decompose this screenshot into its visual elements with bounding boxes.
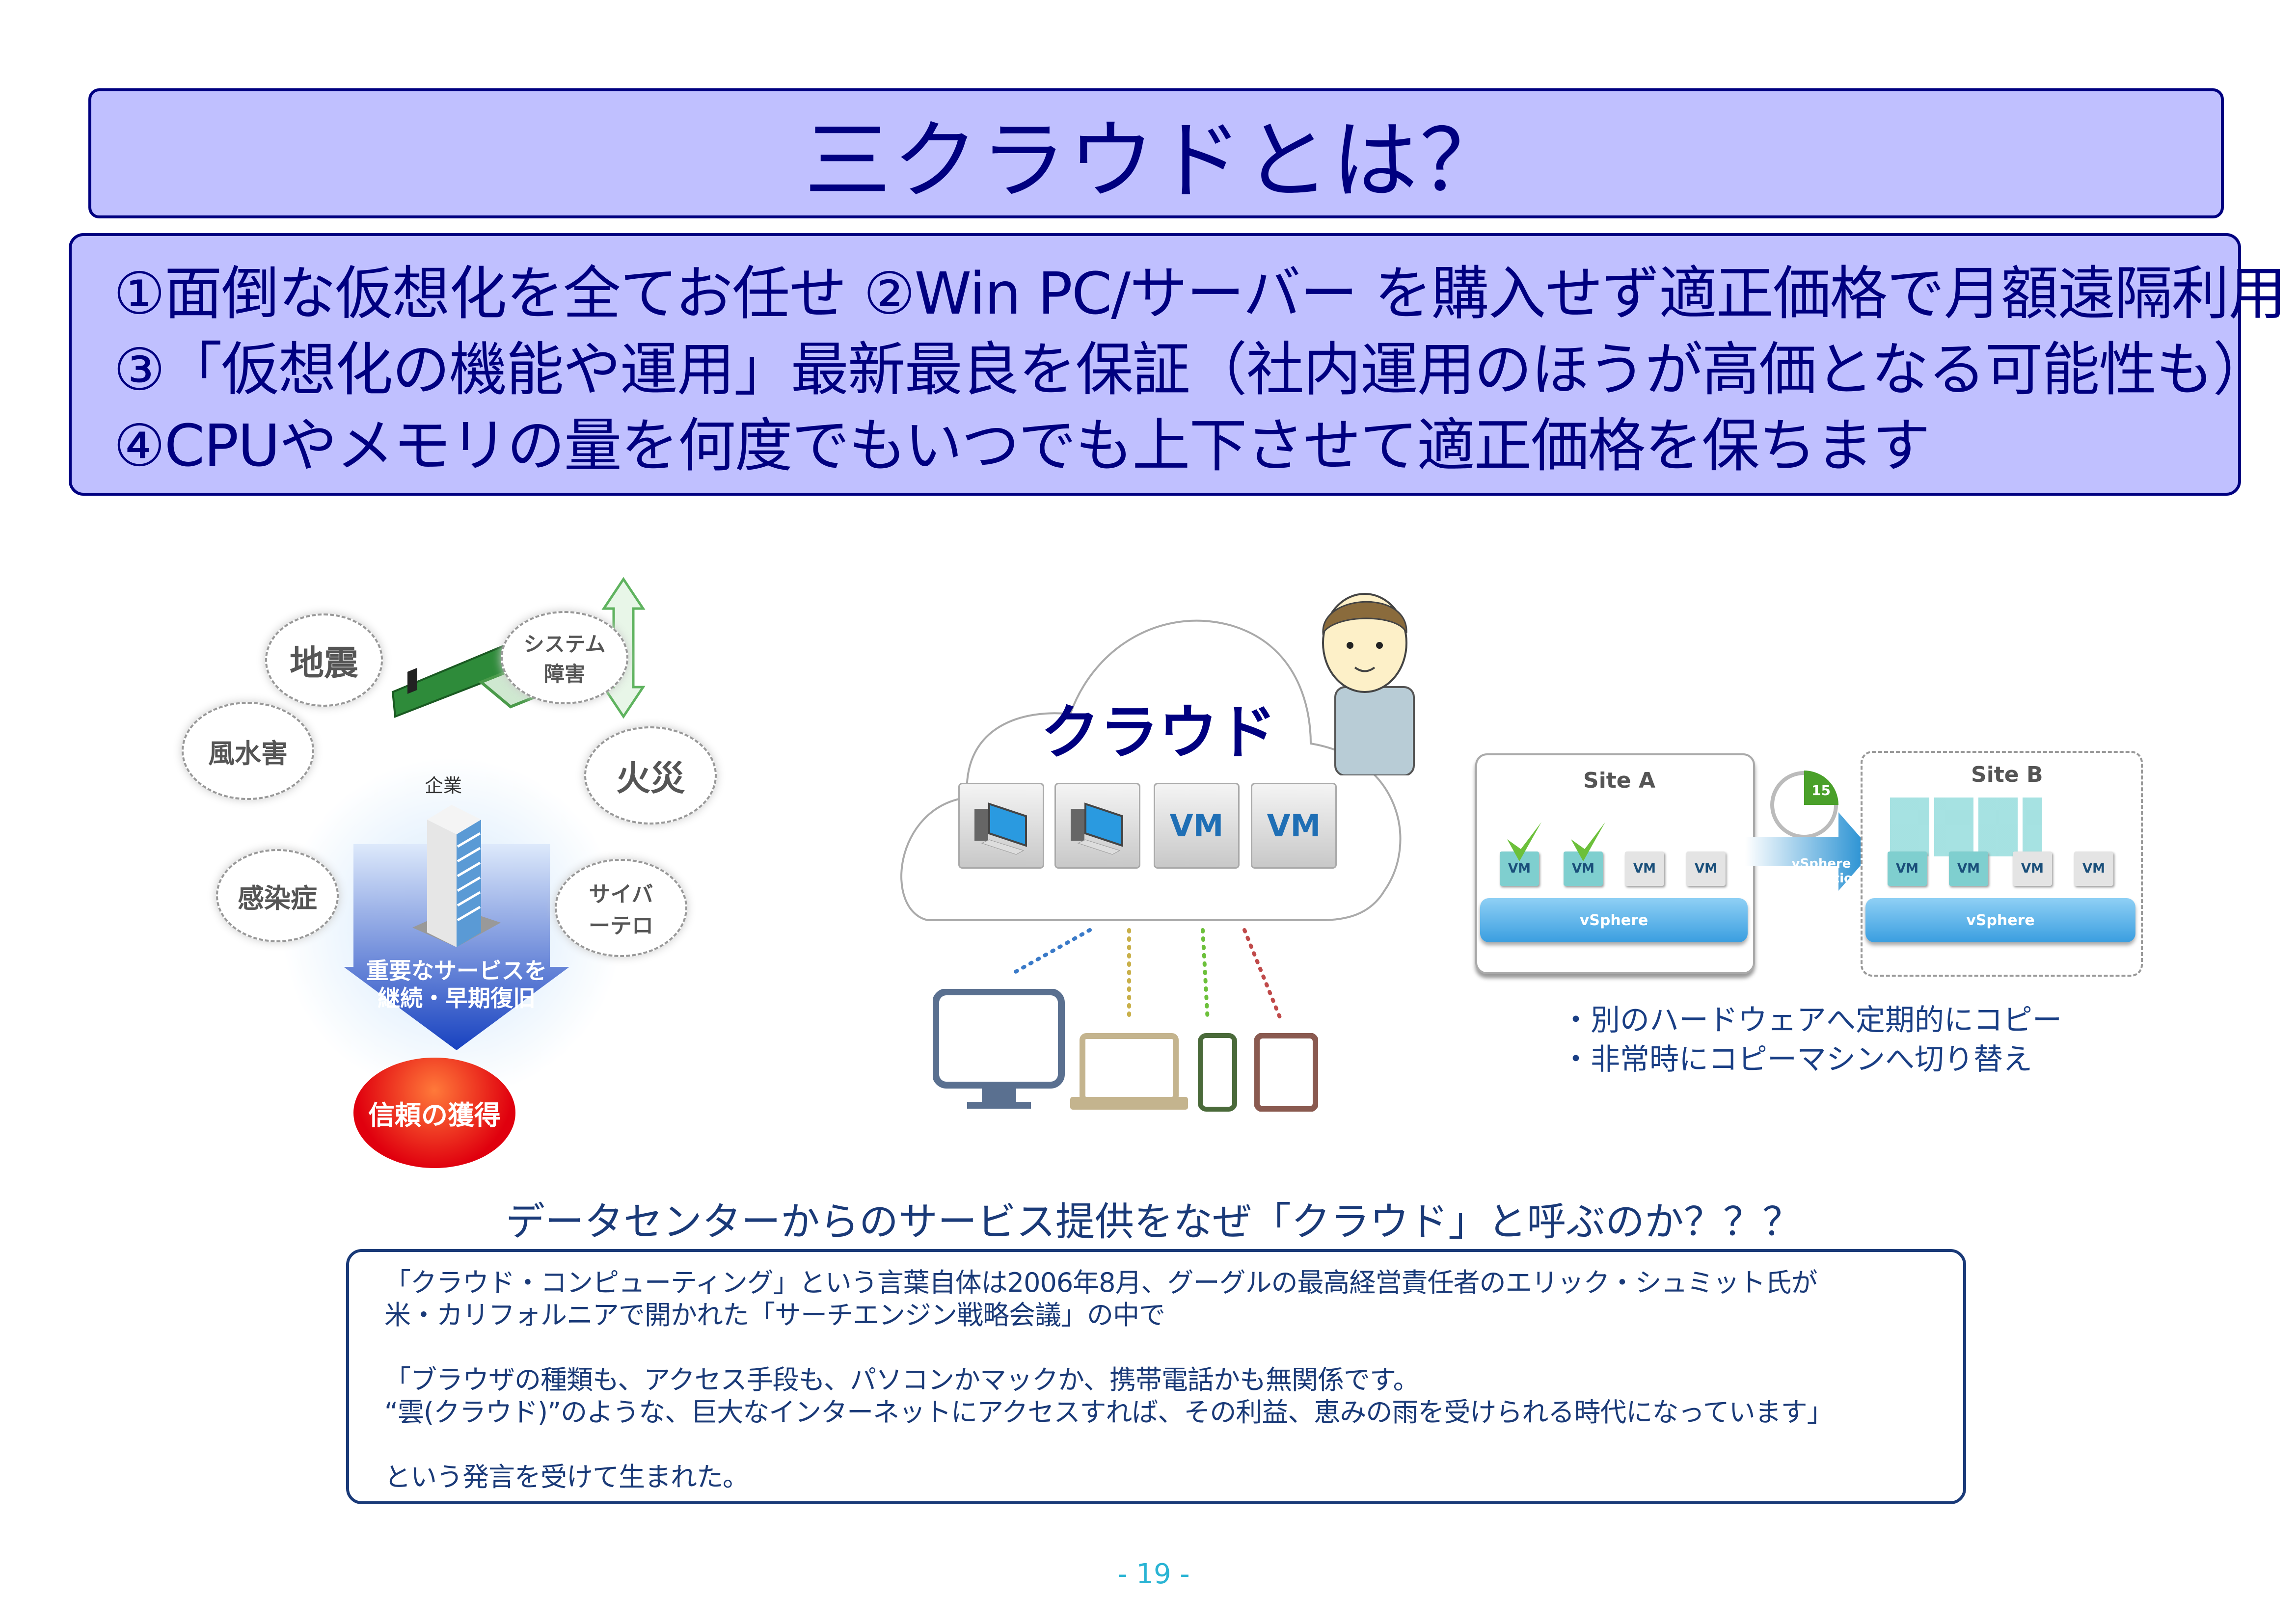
replication-bullet: ・別のハードウェアへ定期的にコピー (1561, 1003, 2062, 1038)
title-banner: 三クラウドとは？ (88, 88, 2224, 218)
engineer-icon (1322, 593, 1415, 775)
quote-line: 米・カリフォルニアで開かれた「サーチエンジン戦略会議」の中で (384, 1300, 1165, 1330)
page-title: 三クラウドとは？ (805, 111, 1508, 211)
origin-quote-box: 「クラウド・コンピューティング」という言葉自体は2006年8月、グーグルの最高経… (346, 1249, 1966, 1504)
vm-replica: VM (1949, 851, 1988, 886)
tablet-icon (1254, 1033, 1318, 1112)
clock-icon: 15 (1770, 771, 1838, 839)
pc-tile (1054, 783, 1140, 869)
risk-earthquake: 地震 (265, 613, 383, 707)
vm-replica: VM (1888, 851, 1927, 886)
vm: VM (1686, 851, 1726, 886)
vm: VM (1625, 851, 1664, 886)
arrow-text: 重要なサービスを継続・早期復旧 (366, 958, 547, 1011)
quote-line: “雲(クラウド)”のような、巨大なインターネットにアクセスすれば、その利益、恵み… (384, 1397, 1834, 1428)
site-a-label: Site A (1583, 768, 1656, 793)
cloud-label: クラウド (1041, 699, 1276, 767)
vm: VM (2013, 851, 2052, 886)
replica-stack (1890, 798, 2042, 856)
vsphere-bar-a: vSphere (1480, 898, 1748, 942)
smartphone-icon (1198, 1033, 1237, 1112)
vm-replicated: VM (1564, 851, 1603, 886)
risk-system-failure: システム障害 (501, 611, 628, 704)
question-heading: データセンターからのサービス提供をなぜ「クラウド」と呼ぶのか？？？ (506, 1199, 1802, 1245)
pc-tile (958, 783, 1044, 869)
risk-cyber-terror: サイバーテロ (555, 859, 687, 957)
page-number: - 19 - (1117, 1558, 1190, 1590)
feature-point: ①面倒な仮想化を全てお任せ ②Win PC/サーバー を購入せず適正価格で月額遠… (113, 260, 2286, 327)
site-b-label: Site B (1971, 762, 2043, 787)
desktop-pc-icon (974, 802, 1027, 855)
feature-points-panel: ①面倒な仮想化を全てお任せ ②Win PC/サーバー を購入せず適正価格で月額遠… (69, 233, 2286, 496)
vsphere-bar-b: vSphere (1865, 898, 2135, 942)
trust-badge: 信頼の獲得 (353, 1058, 515, 1168)
quote-line: 「クラウド・コンピューティング」という言葉自体は2006年8月、グーグルの最高経… (384, 1267, 1817, 1298)
building-icon (412, 805, 501, 947)
replication-bullet: ・非常時にコピーマシンへ切り替え (1561, 1042, 2032, 1077)
clock-minutes: 15 (1811, 782, 1831, 798)
monitor-icon (933, 989, 1065, 1109)
quote-line: という発言を受けて生まれた。 (384, 1462, 749, 1492)
vm-tile: VM (1154, 783, 1240, 869)
risk-fire: 火災 (584, 726, 717, 825)
feature-point: ④CPUやメモリの量を何度でもいつでも上下させて適正価格を保ちます (113, 412, 1930, 479)
quote-line: 「ブラウザの種類も、アクセス手段も、パソコンかマックか、携帯電話かも無関係です。 (384, 1364, 1420, 1395)
bcp-diagram: 企業 重要なサービスを継続・早期復旧 地震 システム障害 風水害 火災 感染症 … (182, 569, 722, 1178)
feature-point: ③「仮想化の機能や運用」最新最良を保証（社内運用のほうが高価となる可能性も） (113, 336, 2270, 403)
risk-storm-flood: 風水害 (182, 702, 314, 800)
company-label: 企業 (425, 775, 462, 797)
checkmark-icon (1507, 822, 1605, 861)
risk-pandemic: 感染症 (216, 849, 339, 942)
replication-arrow (1745, 812, 1873, 891)
vm-tile: VM (1251, 783, 1337, 869)
laptop-icon (1070, 1033, 1188, 1110)
desktop-pc-icon (1070, 802, 1123, 855)
access-lines (1009, 928, 1283, 1023)
vm: VM (2074, 851, 2113, 886)
